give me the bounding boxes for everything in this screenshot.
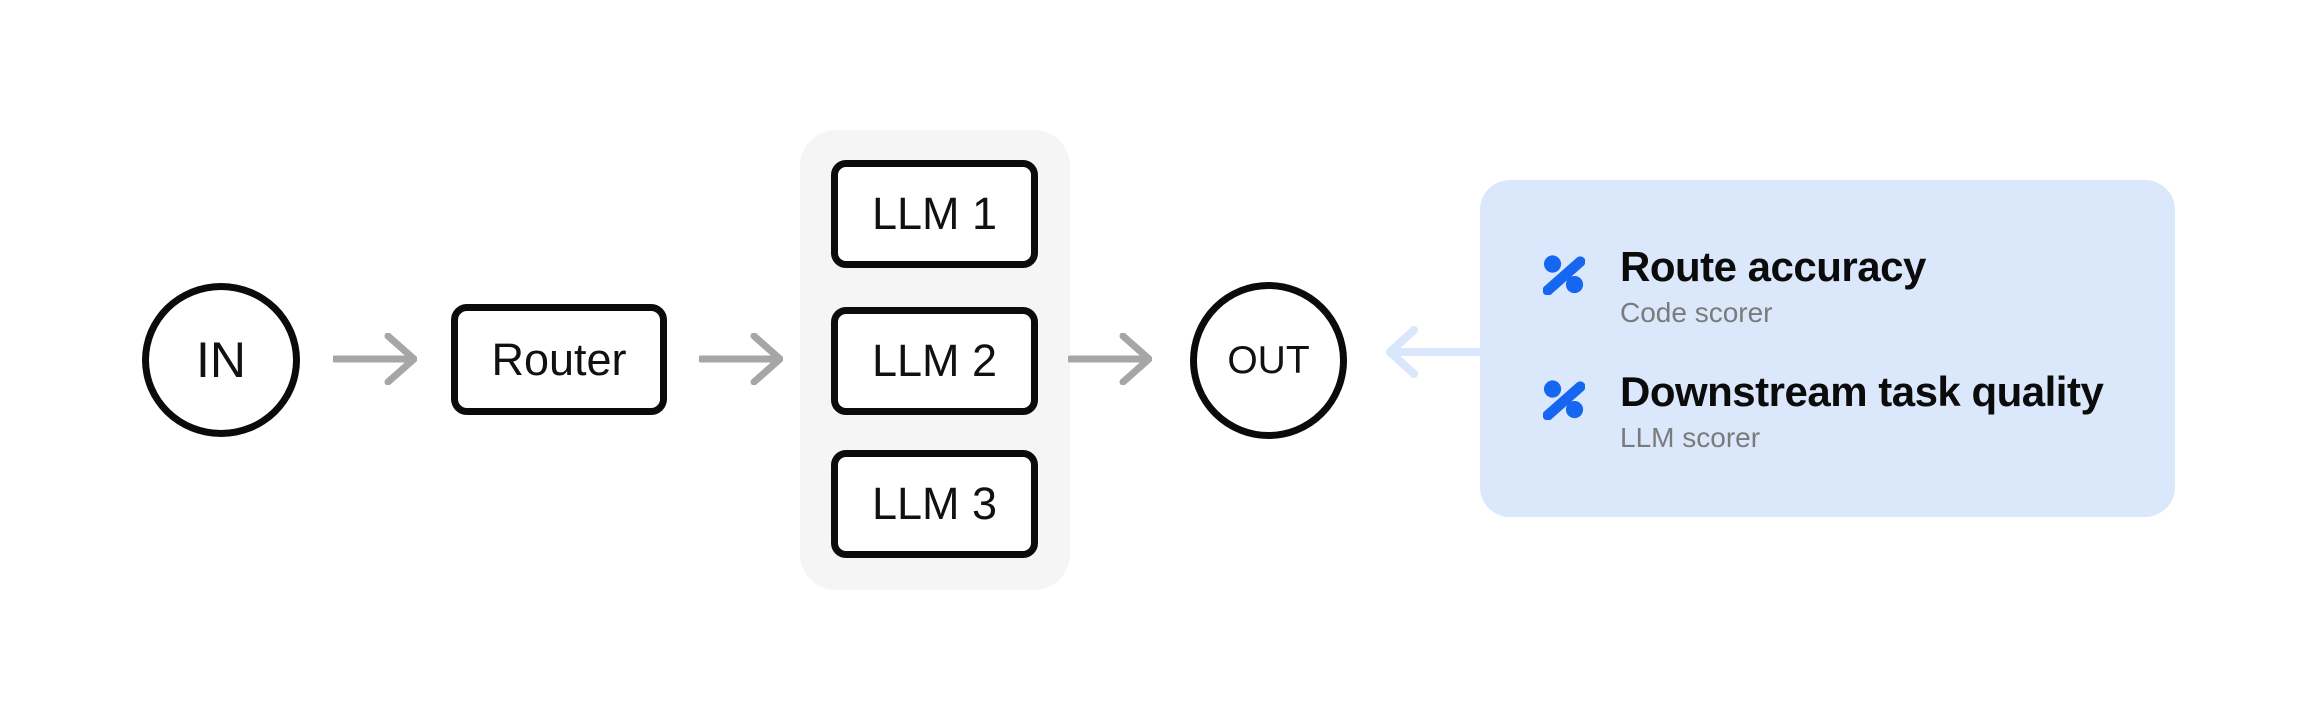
llm-pool-panel: LLM 1 LLM 2 LLM 3: [800, 130, 1070, 590]
arrow-llms-to-out-icon: [1068, 333, 1152, 385]
in-node: IN: [142, 283, 300, 437]
percent-icon: [1543, 379, 1585, 420]
arrow-in-to-router-icon: [333, 333, 417, 385]
scorer-title: Route accuracy: [1620, 242, 1926, 290]
scorer-item-downstream-task-quality: Downstream task quality LLM scorer: [1543, 368, 2115, 455]
scorer-subtitle: Code scorer: [1620, 296, 1773, 328]
scorer-text-block: Route accuracy Code scorer: [1620, 243, 1926, 330]
scorer-item-route-accuracy: Route accuracy Code scorer: [1543, 243, 2115, 330]
out-node: OUT: [1190, 282, 1347, 439]
arrow-card-to-out-icon: [1386, 326, 1486, 378]
llm-2-label: LLM 2: [871, 335, 998, 386]
in-node-label: IN: [196, 332, 246, 388]
scorer-text-block: Downstream task quality LLM scorer: [1620, 367, 2104, 455]
router-node-label: Router: [491, 333, 627, 385]
arrow-router-to-llms-icon: [699, 333, 783, 385]
llm-3-label: LLM 3: [871, 478, 998, 529]
scorer-subtitle: LLM scorer: [1620, 421, 1761, 453]
llm-2-node: LLM 2: [831, 307, 1038, 415]
scorer-title: Downstream task quality: [1620, 367, 2104, 415]
llm-1-label: LLM 1: [871, 188, 998, 239]
llm-1-node: LLM 1: [831, 160, 1038, 268]
router-node: Router: [451, 304, 667, 415]
scorers-card: Route accuracy Code scorer Downstream ta…: [1480, 180, 2175, 517]
percent-icon: [1543, 255, 1585, 295]
out-node-label: OUT: [1227, 338, 1310, 382]
llm-3-node: LLM 3: [831, 450, 1038, 558]
